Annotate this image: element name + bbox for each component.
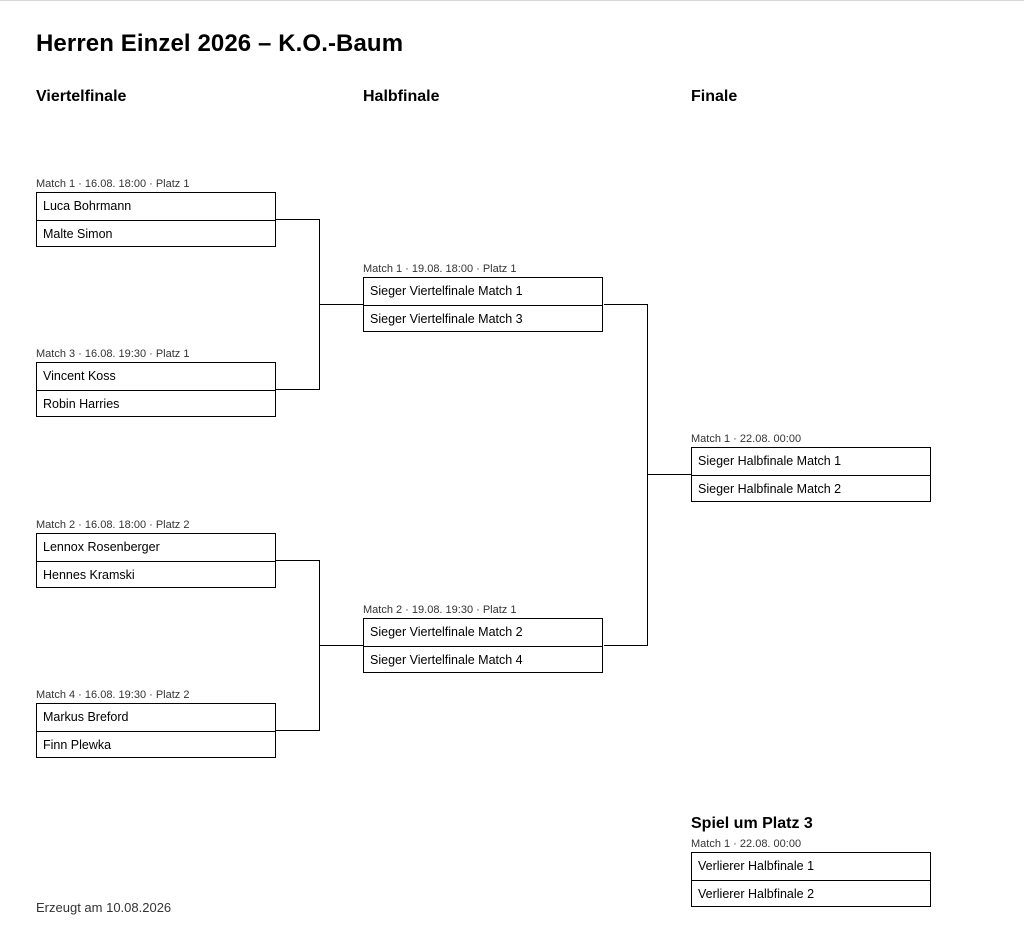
third-place-title: Spiel um Platz 3 [691, 815, 813, 832]
player-slot[interactable]: Sieger Viertelfinale Match 3 [364, 305, 602, 332]
page-title: Herren Einzel 2026 – K.O.-Baum [36, 30, 404, 57]
player-slot[interactable]: Sieger Halbfinale Match 2 [692, 475, 930, 502]
player-slot[interactable]: Robin Harries [37, 390, 275, 417]
semifinal-match-1: Sieger Viertelfinale Match 1 Sieger Vier… [363, 277, 603, 332]
quarterfinal-match-1: Luca Bohrmann Malte Simon [36, 192, 276, 247]
quarterfinal-match-2-label: Match 2 · 16.08. 18:00 · Platz 2 [36, 519, 190, 531]
player-slot[interactable]: Sieger Viertelfinale Match 1 [370, 284, 523, 298]
player-slot[interactable]: Luca Bohrmann [43, 199, 132, 213]
connector-qf1-qf3-to-sf1 [276, 219, 363, 390]
player-slot[interactable]: Hennes Kramski [37, 561, 275, 588]
top-divider [0, 0, 1024, 1]
third-place-match-label: Match 1 · 22.08. 00:00 [691, 838, 802, 850]
third-place-match: Verlierer Halbfinale 1 Verlierer Halbfin… [691, 852, 931, 907]
round-title-semifinal: Halbfinale [363, 88, 440, 105]
final-match-label: Match 1 · 22.08. 00:00 [691, 433, 802, 445]
semifinal-match-1-label: Match 1 · 19.08. 18:00 · Platz 1 [363, 263, 517, 275]
quarterfinal-match-4: Markus Breford Finn Plewka [36, 703, 276, 758]
quarterfinal-match-3-label: Match 3 · 16.08. 19:30 · Platz 1 [36, 348, 190, 360]
player-slot[interactable]: Malte Simon [37, 220, 275, 247]
player-slot[interactable]: Markus Breford [43, 710, 129, 724]
quarterfinal-match-2: Lennox Rosenberger Hennes Kramski [36, 533, 276, 588]
generated-date: Erzeugt am 10.08.2026 [36, 900, 172, 915]
final-match: Sieger Halbfinale Match 1 Sieger Halbfin… [691, 447, 931, 502]
connector-sf1-sf2-to-final [604, 304, 691, 646]
player-slot[interactable]: Vincent Koss [43, 369, 116, 383]
player-slot[interactable]: Verlierer Halbfinale 1 [698, 859, 815, 873]
connector-qf2-qf4-to-sf2 [276, 560, 363, 731]
round-title-quarterfinal: Viertelfinale [36, 88, 127, 105]
player-slot[interactable]: Finn Plewka [37, 731, 275, 758]
round-title-final: Finale [691, 88, 738, 105]
semifinal-match-2-label: Match 2 · 19.08. 19:30 · Platz 1 [363, 604, 517, 616]
player-slot[interactable]: Verlierer Halbfinale 2 [692, 880, 930, 907]
player-slot[interactable]: Sieger Viertelfinale Match 4 [364, 646, 602, 673]
player-slot[interactable]: Sieger Viertelfinale Match 2 [370, 625, 523, 639]
player-slot[interactable]: Sieger Halbfinale Match 1 [698, 454, 842, 468]
quarterfinal-match-3: Vincent Koss Robin Harries [36, 362, 276, 417]
semifinal-match-2: Sieger Viertelfinale Match 2 Sieger Vier… [363, 618, 603, 673]
player-slot[interactable]: Lennox Rosenberger [43, 540, 160, 554]
quarterfinal-match-4-label: Match 4 · 16.08. 19:30 · Platz 2 [36, 689, 190, 701]
quarterfinal-match-1-label: Match 1 · 16.08. 18:00 · Platz 1 [36, 178, 190, 190]
